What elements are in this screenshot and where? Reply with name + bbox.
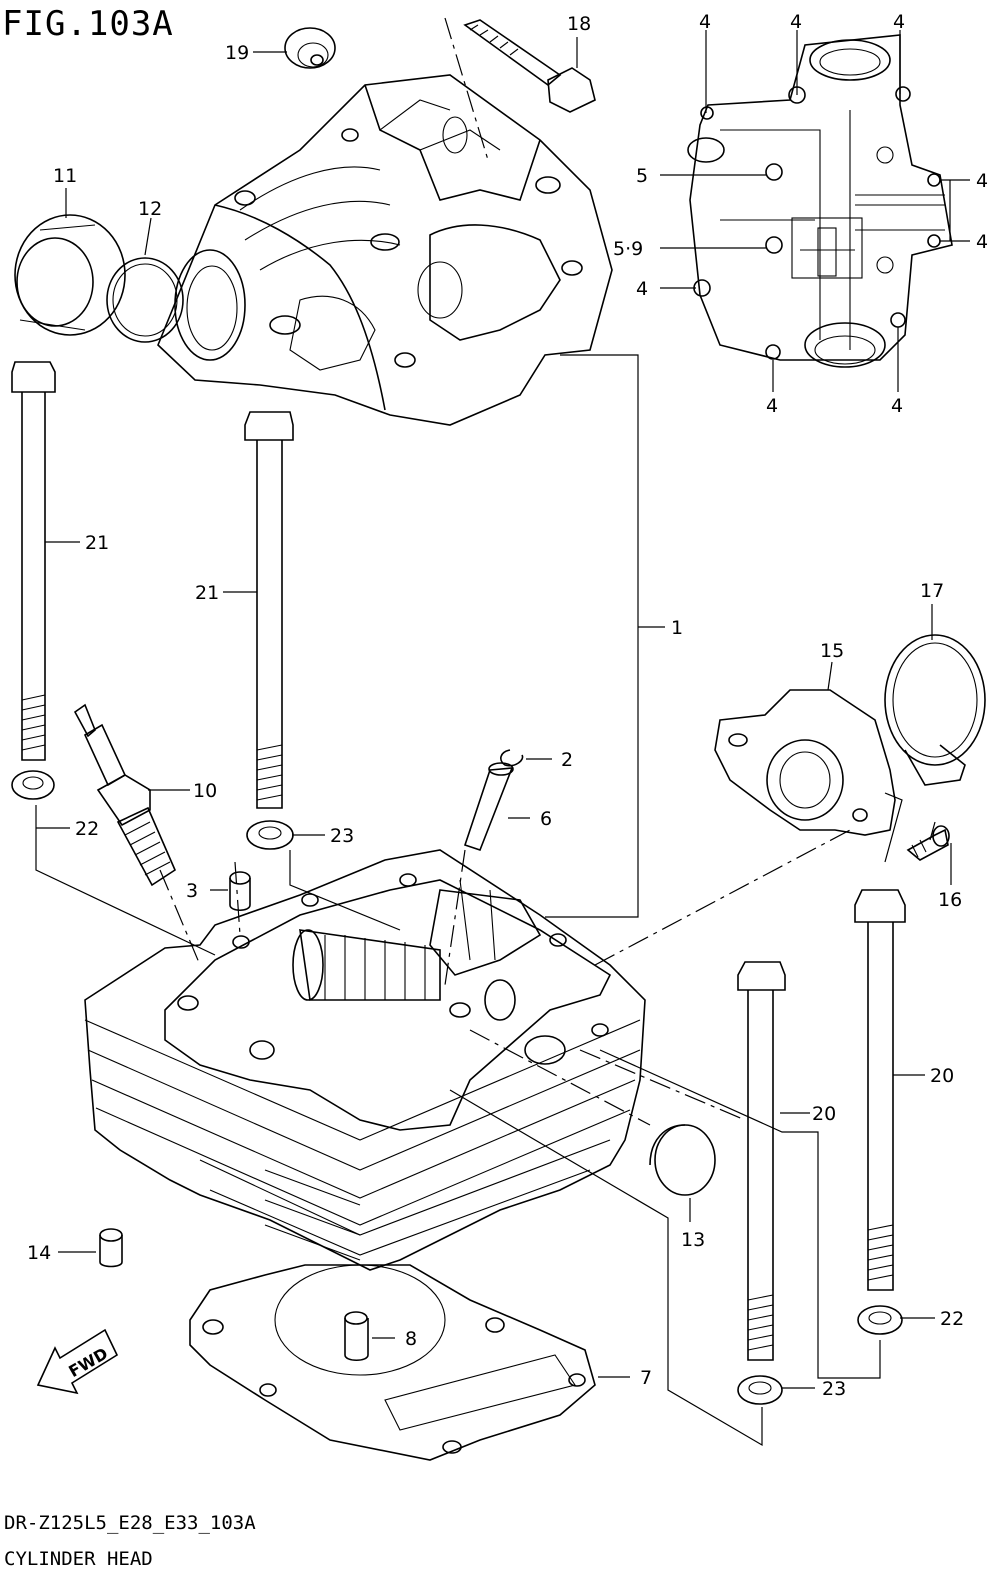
dowel-pin-part-3[interactable] (229, 871, 251, 912)
callout-8: 8 (405, 1328, 417, 1350)
figure-name: CYLINDER HEAD (4, 1548, 153, 1570)
callout-14: 14 (27, 1242, 51, 1264)
washer-part-23-right[interactable] (737, 1375, 783, 1405)
dowel-pin-part-14[interactable] (99, 1228, 123, 1268)
callout-20: 20 (930, 1065, 954, 1087)
screw-part[interactable] (906, 825, 950, 861)
head-top-view (687, 34, 953, 368)
cap-part[interactable] (649, 1124, 716, 1196)
oil-seal-part[interactable] (14, 214, 126, 336)
callout-4: 4 (766, 395, 778, 417)
figure-code: DR-Z125L5_E28_E33_103A (4, 1512, 256, 1534)
callout-5: 5 (636, 165, 648, 187)
callout-4: 4 (893, 11, 905, 33)
callout-4: 4 (976, 170, 988, 192)
clip-part[interactable] (500, 749, 524, 767)
callout-18: 18 (567, 13, 591, 35)
callout-4: 4 (699, 11, 711, 33)
callout-4: 4 (976, 231, 988, 253)
cylinder-gasket-part[interactable] (189, 1264, 596, 1461)
callout-19: 19 (225, 42, 249, 64)
dowel-pin-part-8[interactable] (344, 1311, 369, 1362)
callout-22: 22 (940, 1308, 964, 1330)
callout-2: 2 (561, 749, 573, 771)
callout-3: 3 (186, 880, 198, 902)
callout-11: 11 (53, 165, 77, 187)
washer-part-22-left[interactable] (11, 770, 55, 800)
callout-7: 7 (640, 1367, 652, 1389)
callout-20: 20 (812, 1103, 836, 1125)
callout-numbers: 1 2 3 4 4 4 4 4 4 4 4 5 5·9 6 7 8 10 11 … (27, 11, 988, 1400)
callout-10: 10 (193, 780, 217, 802)
callout-4: 4 (891, 395, 903, 417)
cylinder-head-part[interactable] (84, 849, 646, 1271)
assembly-lines (35, 17, 936, 1447)
callout-12: 12 (138, 198, 162, 220)
washer-part-23-left[interactable] (246, 820, 294, 850)
callout-23: 23 (822, 1378, 846, 1400)
figure-title: FIG.103A (2, 4, 174, 44)
grommet-part[interactable] (284, 27, 336, 69)
clamp-part[interactable] (884, 634, 986, 786)
callout-1: 1 (671, 617, 683, 639)
bolt-part-21-left[interactable] (11, 361, 56, 761)
callout-16: 16 (938, 889, 962, 911)
spark-plug-part[interactable] (73, 703, 177, 887)
callout-22: 22 (75, 818, 99, 840)
callout-4: 4 (636, 278, 648, 300)
callout-6: 6 (540, 808, 552, 830)
callout-15: 15 (820, 640, 844, 662)
bolt-part-20-right[interactable] (854, 889, 906, 1291)
callout-21: 21 (195, 582, 219, 604)
intake-pipe-part[interactable] (714, 689, 896, 836)
head-cover-part[interactable] (157, 74, 613, 426)
callout-13: 13 (681, 1229, 705, 1251)
callout-4: 4 (790, 11, 802, 33)
callout-leaders (36, 30, 970, 1389)
callout-23: 23 (330, 825, 354, 847)
o-ring-part[interactable] (106, 257, 184, 343)
bolt-part-21-right[interactable] (244, 411, 294, 809)
bolt-part-18[interactable] (463, 19, 596, 113)
valve-guide-part[interactable] (463, 762, 514, 851)
callout-5-9: 5·9 (613, 238, 643, 260)
callout-21: 21 (85, 532, 109, 554)
bolt-part-20-center[interactable] (737, 961, 786, 1361)
fwd-arrow-icon: FWD (36, 1328, 119, 1395)
washer-part-22-right[interactable] (857, 1305, 903, 1335)
fwd-label: FWD (65, 1344, 111, 1381)
callout-17: 17 (920, 580, 944, 602)
